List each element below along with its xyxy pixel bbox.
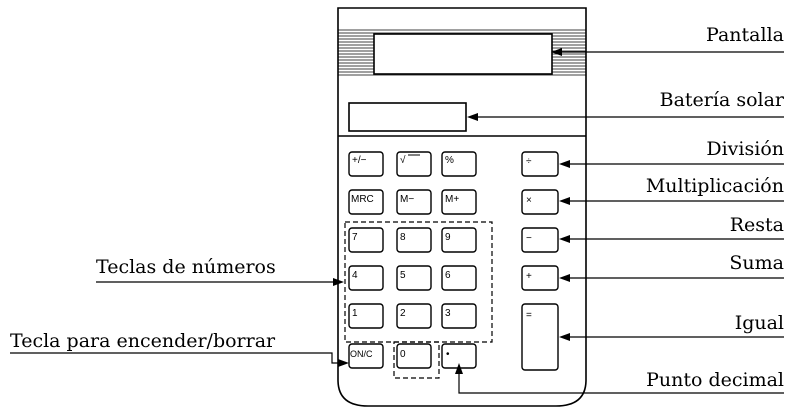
callout-encender-borrar: Tecla para encender/borrar (10, 330, 349, 367)
label-igual: Igual (735, 312, 784, 334)
svg-text:9: 9 (445, 232, 451, 243)
svg-text:−: − (526, 233, 532, 244)
callout-suma: Suma (559, 252, 784, 282)
key-equals[interactable]: = (521, 303, 559, 371)
label-punto-decimal: Punto decimal (646, 369, 784, 391)
svg-text:7: 7 (352, 232, 358, 243)
solar-battery (348, 102, 467, 132)
label-teclas-numeros: Teclas de números (96, 256, 276, 278)
svg-text:%: % (445, 155, 454, 166)
label-suma: Suma (729, 252, 784, 274)
svg-text:+/−: +/− (352, 155, 367, 166)
zero-key-group (393, 341, 440, 379)
callout-resta: Resta (559, 214, 784, 243)
key-3[interactable]: 3 (441, 303, 477, 329)
callout-teclas-numeros: Teclas de números (96, 256, 344, 286)
key-plus[interactable]: + (521, 265, 559, 291)
key-m-minus[interactable]: M− (396, 189, 432, 215)
label-bateria-solar: Batería solar (660, 89, 785, 111)
key-1[interactable]: 1 (348, 303, 384, 329)
callout-igual: Igual (559, 312, 784, 341)
svg-text:0: 0 (400, 349, 406, 360)
key-multiply[interactable]: × (521, 189, 559, 215)
callout-bateria-solar: Batería solar (467, 89, 785, 121)
svg-text:+: + (526, 271, 532, 282)
svg-text:M−: M− (400, 194, 414, 205)
label-pantalla: Pantalla (706, 24, 784, 46)
label-division: División (706, 138, 784, 160)
key-4[interactable]: 4 (348, 265, 384, 291)
key-plus-minus[interactable]: +/− (348, 151, 384, 177)
svg-text:√: √ (400, 154, 406, 166)
key-6[interactable]: 6 (441, 265, 477, 291)
callout-multiplicacion: Multiplicación (559, 175, 784, 205)
callout-pantalla: Pantalla (551, 24, 784, 56)
key-square-root[interactable]: √ (396, 151, 432, 177)
svg-text:6: 6 (445, 270, 451, 281)
key-m-plus[interactable]: M+ (441, 189, 477, 215)
label-multiplicacion: Multiplicación (646, 175, 784, 197)
svg-text:•: • (446, 349, 450, 360)
svg-text:1: 1 (352, 308, 358, 319)
key-8[interactable]: 8 (396, 227, 432, 253)
svg-text:M+: M+ (445, 194, 459, 205)
svg-text:ON/C: ON/C (350, 349, 373, 359)
key-minus[interactable]: − (521, 227, 559, 253)
key-on-clear[interactable]: ON/C (348, 343, 384, 369)
callout-division: División (559, 138, 784, 168)
svg-text:4: 4 (352, 270, 358, 281)
svg-text:3: 3 (445, 308, 451, 319)
svg-text:×: × (526, 195, 532, 206)
key-0[interactable]: 0 (396, 343, 432, 369)
callout-punto-decimal: Punto decimal (455, 363, 784, 394)
key-mrc[interactable]: MRC (348, 189, 384, 215)
svg-text:÷: ÷ (526, 156, 532, 167)
key-2[interactable]: 2 (396, 303, 432, 329)
svg-text:8: 8 (400, 232, 406, 243)
svg-text:5: 5 (400, 270, 406, 281)
svg-text:2: 2 (400, 308, 406, 319)
key-percent[interactable]: % (441, 151, 477, 177)
key-9[interactable]: 9 (441, 227, 477, 253)
key-7[interactable]: 7 (348, 227, 384, 253)
key-5[interactable]: 5 (396, 265, 432, 291)
key-divide[interactable]: ÷ (521, 151, 559, 177)
display-screen (373, 33, 553, 75)
label-encender-borrar: Tecla para encender/borrar (10, 330, 276, 352)
svg-text:=: = (526, 310, 532, 321)
svg-text:MRC: MRC (351, 194, 374, 205)
label-resta: Resta (730, 214, 784, 236)
